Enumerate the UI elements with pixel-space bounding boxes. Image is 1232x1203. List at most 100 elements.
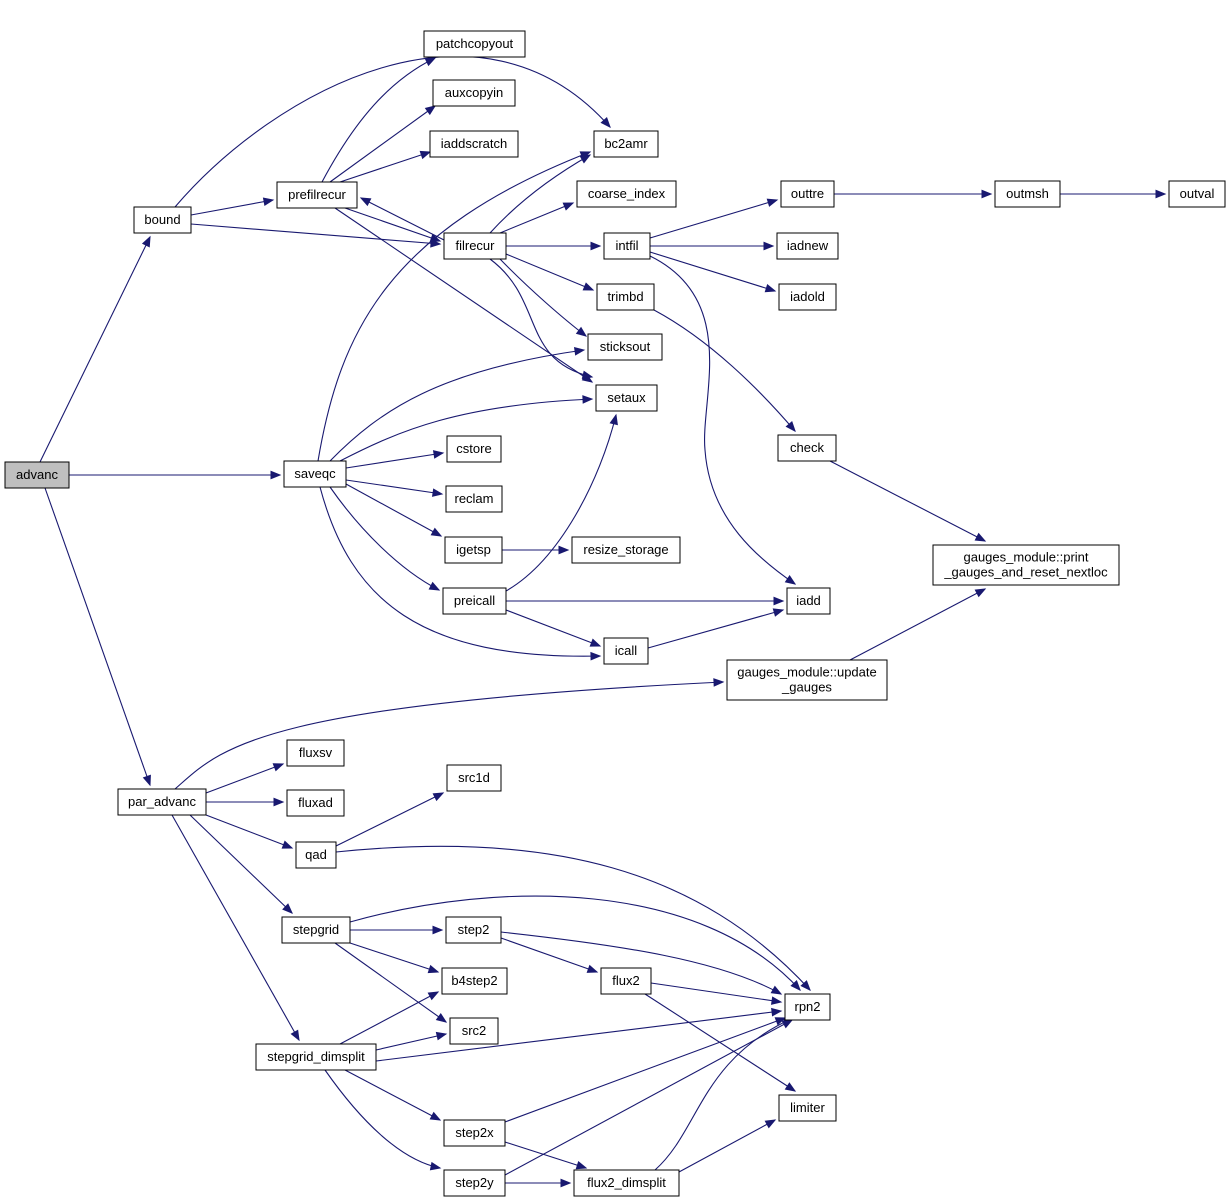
node-box[interactable] — [4, 461, 70, 489]
node-label: gauges_module::update — [737, 665, 877, 680]
edge-line — [345, 479, 443, 495]
node-box[interactable] — [786, 587, 831, 615]
node-fluxsv[interactable]: fluxsv — [286, 739, 345, 767]
node-par-advanc[interactable]: par_advanc — [117, 788, 207, 816]
node-update-gauges[interactable]: gauges_module::update_gauges — [726, 659, 888, 701]
node-fluxad[interactable]: fluxad — [286, 789, 345, 817]
node-print-gauges[interactable]: gauges_module::print_gauges_and_reset_ne… — [932, 544, 1120, 586]
node-box[interactable] — [603, 232, 651, 260]
node-stepgrid[interactable]: stepgrid — [281, 916, 351, 944]
node-trimbd[interactable]: trimbd — [596, 283, 655, 311]
node-box[interactable] — [283, 460, 347, 488]
node-intfil[interactable]: intfil — [603, 232, 651, 260]
node-box[interactable] — [600, 967, 652, 995]
node-preicall[interactable]: preicall — [442, 587, 507, 615]
node-box[interactable] — [445, 485, 503, 513]
node-check[interactable]: check — [777, 434, 837, 462]
node-igetsp[interactable]: igetsp — [444, 536, 503, 564]
node-sticksout[interactable]: sticksout — [587, 333, 663, 361]
node-advanc[interactable]: advanc — [4, 461, 70, 489]
edge-line — [649, 251, 776, 292]
node-iadnew[interactable]: iadnew — [776, 232, 839, 260]
node-box[interactable] — [443, 1169, 506, 1197]
node-box[interactable] — [255, 1043, 377, 1071]
node-reclam[interactable]: reclam — [445, 485, 503, 513]
node-box[interactable] — [117, 788, 207, 816]
node-step2y[interactable]: step2y — [443, 1169, 506, 1197]
node-rpn2[interactable]: rpn2 — [784, 993, 831, 1021]
node-box[interactable] — [593, 130, 659, 158]
node-box[interactable] — [443, 232, 507, 260]
node-step2[interactable]: step2 — [445, 916, 502, 944]
node-box[interactable] — [595, 384, 658, 412]
node-box[interactable] — [587, 333, 663, 361]
node-icall[interactable]: icall — [603, 637, 649, 665]
node-label: limiter — [790, 1100, 825, 1115]
node-qad[interactable]: qad — [295, 841, 337, 869]
node-coarse-index[interactable]: coarse_index — [576, 180, 677, 208]
node-b4step2[interactable]: b4step2 — [441, 967, 508, 995]
node-patchcopyout[interactable]: patchcopyout — [423, 30, 526, 58]
node-flux2[interactable]: flux2 — [600, 967, 652, 995]
node-bound[interactable]: bound — [133, 206, 192, 234]
node-box[interactable] — [423, 30, 526, 58]
node-box[interactable] — [281, 916, 351, 944]
node-box[interactable] — [446, 435, 502, 463]
node-box[interactable] — [442, 587, 507, 615]
node-box[interactable] — [444, 536, 503, 564]
node-iaddscratch[interactable]: iaddscratch — [429, 130, 519, 158]
node-box[interactable] — [780, 180, 835, 208]
node-box[interactable] — [573, 1169, 680, 1197]
node-box[interactable] — [295, 841, 337, 869]
node-box[interactable] — [603, 637, 649, 665]
node-iadold[interactable]: iadold — [778, 283, 837, 311]
node-box[interactable] — [596, 283, 655, 311]
node-resize-storage[interactable]: resize_storage — [571, 536, 681, 564]
node-box[interactable] — [778, 283, 837, 311]
node-bc2amr[interactable]: bc2amr — [593, 130, 659, 158]
node-box[interactable] — [443, 1119, 506, 1147]
node-box[interactable] — [449, 1017, 499, 1045]
node-box[interactable] — [726, 659, 888, 701]
node-limiter[interactable]: limiter — [778, 1094, 837, 1122]
node-outval[interactable]: outval — [1168, 180, 1226, 208]
node-src2[interactable]: src2 — [449, 1017, 499, 1045]
node-src1d[interactable]: src1d — [446, 764, 502, 792]
node-box[interactable] — [776, 232, 839, 260]
node-box[interactable] — [286, 789, 345, 817]
node-box[interactable] — [932, 544, 1120, 586]
node-outtre[interactable]: outtre — [780, 180, 835, 208]
edge-stepgrid-step2 — [350, 925, 444, 935]
node-step2x[interactable]: step2x — [443, 1119, 506, 1147]
node-box[interactable] — [445, 916, 502, 944]
node-box[interactable] — [429, 130, 519, 158]
node-box[interactable] — [133, 206, 192, 234]
node-box[interactable] — [777, 434, 837, 462]
edge-line — [339, 398, 593, 462]
node-setaux[interactable]: setaux — [595, 384, 658, 412]
node-outmsh[interactable]: outmsh — [994, 180, 1061, 208]
node-box[interactable] — [576, 180, 677, 208]
node-box[interactable] — [994, 180, 1061, 208]
node-saveqc[interactable]: saveqc — [283, 460, 347, 488]
node-box[interactable] — [778, 1094, 837, 1122]
node-flux2-dimsplit[interactable]: flux2_dimsplit — [573, 1169, 680, 1197]
edge-line — [339, 991, 439, 1045]
node-cstore[interactable]: cstore — [446, 435, 502, 463]
edge-line — [489, 258, 593, 378]
node-box[interactable] — [784, 993, 831, 1021]
node-iadd[interactable]: iadd — [786, 587, 831, 615]
node-stepgrid-dimsplit[interactable]: stepgrid_dimsplit — [255, 1043, 377, 1071]
node-box[interactable] — [432, 79, 516, 107]
node-box[interactable] — [286, 739, 345, 767]
node-box[interactable] — [1168, 180, 1226, 208]
node-box[interactable] — [446, 764, 502, 792]
edge-filrecur-coarse_index — [499, 202, 575, 234]
node-box[interactable] — [571, 536, 681, 564]
node-box[interactable] — [441, 967, 508, 995]
node-prefilrecur[interactable]: prefilrecur — [276, 181, 358, 209]
node-auxcopyin[interactable]: auxcopyin — [432, 79, 516, 107]
node-label: gauges_module::print — [963, 550, 1088, 565]
node-filrecur[interactable]: filrecur — [443, 232, 507, 260]
node-box[interactable] — [276, 181, 358, 209]
